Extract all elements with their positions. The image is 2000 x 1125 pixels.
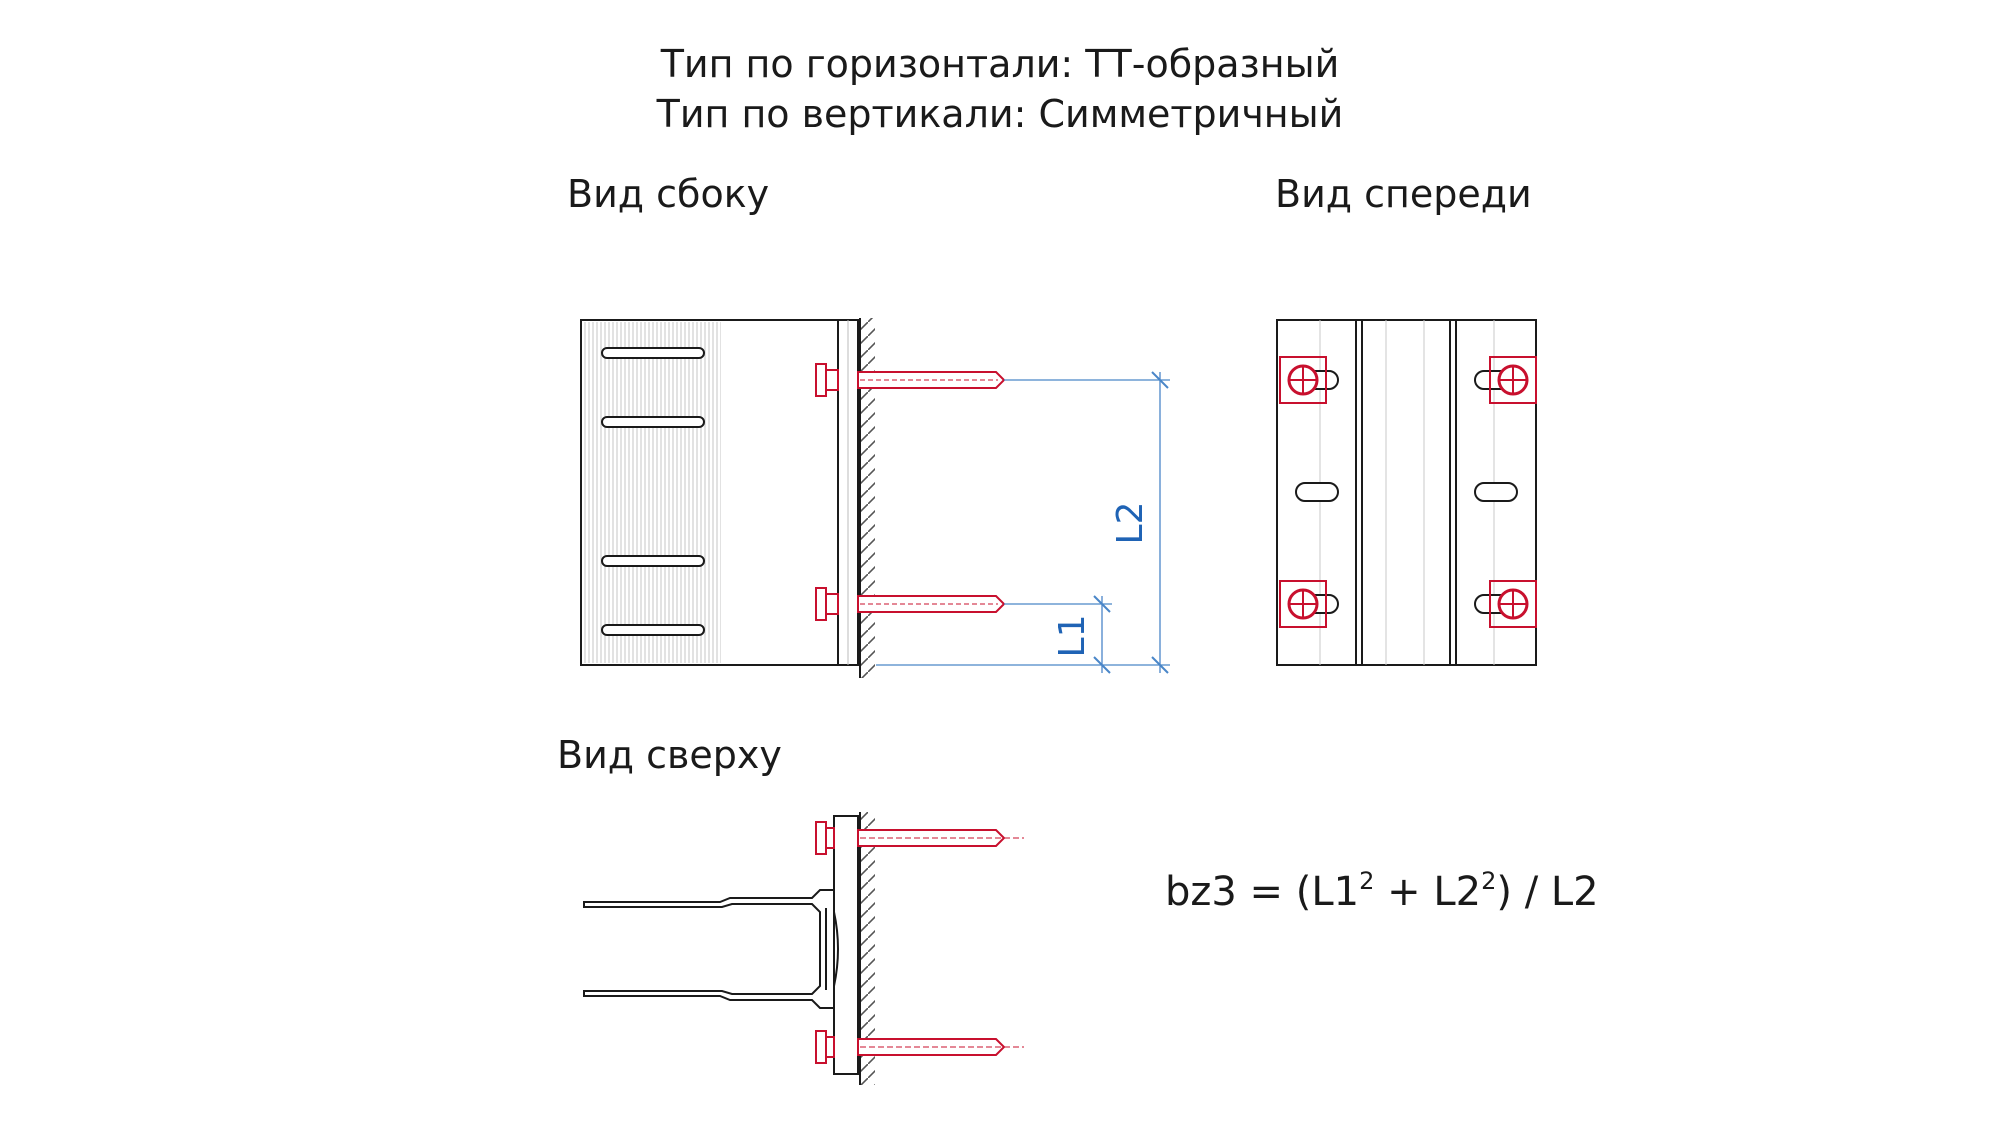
header-horizontal-type: Тип по горизонтали: ТТ-образный [660, 42, 1340, 86]
side-anchor-bolt [815, 363, 1006, 397]
dimension-l2-label: L2 [1110, 502, 1151, 545]
front-anchor-head [1489, 580, 1537, 628]
top-anchor-bolt [815, 821, 1024, 855]
front-view-title: Вид спереди [1275, 172, 1532, 216]
top-anchor-bolt [815, 1030, 1024, 1064]
header-vertical-type: Тип по вертикали: Симметричный [656, 92, 1344, 136]
front-anchor-head [1279, 356, 1327, 404]
side-view: L2 L1 [580, 318, 1170, 678]
dimension-l1-label: L1 [1052, 615, 1093, 658]
side-slot [601, 347, 705, 359]
side-slot [601, 555, 705, 567]
formula-sup-1: 2 [1359, 867, 1374, 895]
formula: bz3 = (L12 + L22) / L2 [1165, 867, 1599, 915]
front-view [1276, 319, 1537, 666]
formula-mid: + L2 [1374, 869, 1481, 915]
dimension-l2 [876, 371, 1170, 674]
top-wall-hatch [861, 812, 875, 1085]
front-slot [1295, 482, 1339, 502]
side-bracket-texture [583, 322, 721, 663]
top-view-title: Вид сверху [557, 733, 782, 777]
formula-sup-2: 2 [1481, 867, 1496, 895]
formula-lhs: bz3 = (L1 [1165, 869, 1359, 915]
side-wall-hatch [861, 318, 875, 678]
dimension-l1 [1004, 595, 1112, 674]
side-slot [601, 416, 705, 428]
side-slot [601, 624, 705, 636]
formula-rhs: ) / L2 [1496, 869, 1598, 915]
front-slot [1474, 482, 1518, 502]
side-anchor-bolt [815, 587, 1006, 621]
front-anchor-head [1279, 580, 1327, 628]
front-anchor-head [1489, 356, 1537, 404]
top-view [583, 812, 1024, 1085]
side-view-title: Вид сбоку [567, 172, 769, 216]
top-profile [583, 889, 834, 1009]
